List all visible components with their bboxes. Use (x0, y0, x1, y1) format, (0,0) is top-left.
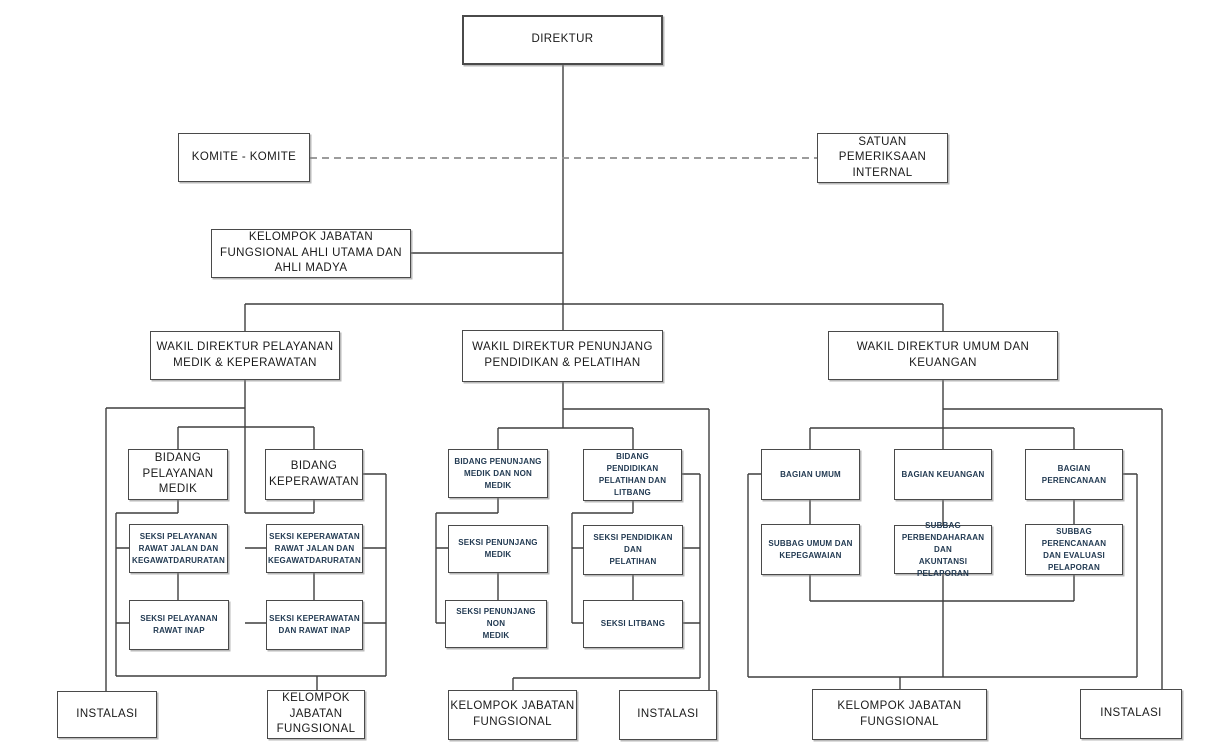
node-kelompok-fungsional-3: KELOMPOK JABATAN FUNGSIONAL (812, 689, 987, 740)
node-bidang-pelayanan-medik: BIDANG PELAYANAN MEDIK (128, 449, 228, 500)
node-direktur: DIREKTUR (462, 15, 663, 65)
node-instalasi-2: INSTALASI (619, 690, 717, 740)
node-bagian-keuangan: BAGIAN KEUANGAN (894, 449, 992, 500)
node-seksi-keperawatan-rawat-jalan: SEKSI KEPERAWATAN RAWAT JALAN DAN KEGAWA… (266, 524, 363, 573)
node-satuan-pemeriksaan-internal: SATUAN PEMERIKSAAN INTERNAL (817, 133, 948, 183)
node-wakil-direktur-penunjang: WAKIL DIREKTUR PENUNJANG PENDIDIKAN & PE… (462, 330, 663, 382)
connector-wakil-distribution (244, 303, 944, 331)
node-bagian-umum: BAGIAN UMUM (761, 449, 860, 500)
node-instalasi-1: INSTALASI (57, 691, 157, 738)
node-subbag-perbendaharaan: SUBBAG PERBENDAHARAAN DAN AKUNTANSI PELA… (894, 521, 992, 578)
node-bidang-pendidikan: BIDANG PENDIDIKAN PELATIHAN DAN LITBANG (583, 449, 682, 501)
node-seksi-penunjang-non-medik: SEKSI PENUNJANG NON MEDIK (445, 600, 547, 648)
node-bagian-perencanaan: BAGIAN PERENCANAAN (1025, 449, 1123, 500)
node-seksi-pelayanan-rawat-jalan: SEKSI PELAYANAN RAWAT JALAN DAN KEGAWATD… (129, 524, 228, 573)
node-kelompok-fungsional-1: KELOMPOK JABATAN FUNGSIONAL (267, 690, 365, 739)
node-subbag-perencanaan: SUBBAG PERENCANAAN DAN EVALUASI PELAPORA… (1025, 524, 1123, 575)
node-bidang-keperawatan: BIDANG KEPERAWATAN (265, 449, 363, 500)
node-kelompok-fungsional-2: KELOMPOK JABATAN FUNGSIONAL (448, 690, 577, 740)
node-seksi-litbang: SEKSI LITBANG (583, 600, 683, 648)
node-seksi-penunjang-medik: SEKSI PENUNJANG MEDIK (448, 525, 548, 573)
node-subbag-umum: SUBBAG UMUM DAN KEPEGAWAIAN (761, 524, 860, 575)
node-komite: KOMITE - KOMITE (178, 133, 310, 182)
node-instalasi-3: INSTALASI (1080, 689, 1182, 739)
node-bidang-penunjang: BIDANG PENUNJANG MEDIK DAN NON MEDIK (448, 449, 548, 498)
node-seksi-keperawatan-rawat-inap: SEKSI KEPERAWATAN DAN RAWAT INAP (266, 600, 363, 650)
node-seksi-pelayanan-rawat-inap: SEKSI PELAYANAN RAWAT INAP (129, 600, 229, 650)
node-kelompok-jabatan-fungsional-ahli: KELOMPOK JABATAN FUNGSIONAL AHLI UTAMA D… (211, 229, 411, 278)
node-seksi-pendidikan-pelatihan: SEKSI PENDIDIKAN DAN PELATIHAN (583, 525, 683, 575)
node-wakil-direktur-pelayanan: WAKIL DIREKTUR PELAYANAN MEDIK & KEPERAW… (150, 331, 340, 380)
node-wakil-direktur-umum: WAKIL DIREKTUR UMUM DAN KEUANGAN (828, 331, 1058, 380)
